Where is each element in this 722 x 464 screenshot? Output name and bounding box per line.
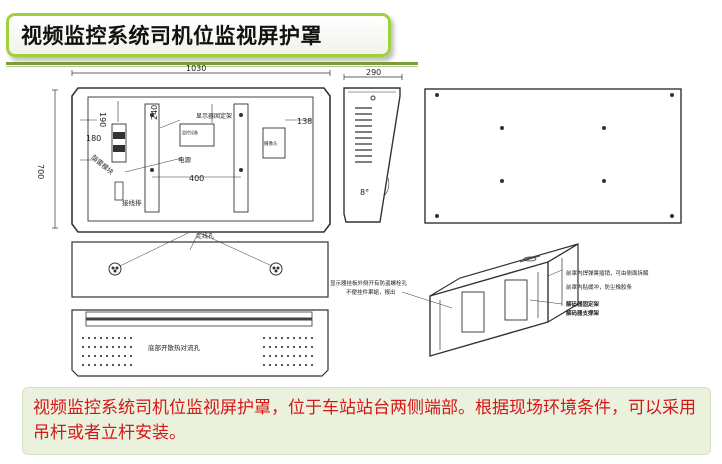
note-left-1: 显示器挂板外侧开有防盗螺栓孔 [330,279,408,287]
back-view [424,88,682,224]
note-left-2: 不便挂件果蛆，报出 [346,288,396,296]
label-power: 电源 [178,155,192,164]
dim-width: 1030 [186,64,206,73]
title-box: 视频监控系统司机位监视屏护罩 [6,13,391,57]
title-underline [6,62,418,65]
dim-190: 190 [98,112,107,127]
caption-box: 视频监控系统司机位监视屏护罩，位于车站站台两侧端部。根据现场环境条件，可以采用吊… [22,387,711,455]
vent-holes [81,336,314,367]
label-terminal: 接线排 [122,198,142,207]
top-view [71,232,329,298]
bottom-view [71,309,329,377]
label-monitor-mount: 显示器固定架 [196,112,232,120]
front-view [52,70,331,251]
side-view [343,74,403,223]
page-title: 视频监控系统司机位监视屏护罩 [21,24,322,48]
note-right-2: 前罩内贴缓冲，防尘橡胶条 [566,283,633,291]
dim-400: 400 [189,174,204,183]
label-device-a: 监控设备 [182,129,198,135]
dim-height: 700 [36,164,45,179]
label-device-b: 摄像头 [264,140,278,147]
technical-drawing: 1030 700 190 240 180 138 400 290 8° 显示器固… [36,64,682,377]
angle-label: 8° [360,188,369,197]
note-right-1: 前罩内焊弹簧插销，可由侧面拆解 [566,269,649,277]
label-bottom-vent: 底部开散热对流孔 [148,343,201,352]
dim-180: 180 [86,134,101,143]
label-mount-1: 解码器固定架 [566,300,600,308]
label-cable-hole: 走线孔 [196,232,214,240]
title-underline-thin [6,66,418,67]
label-mount-2: 解码器支撑架 [566,309,600,317]
dim-depth: 290 [366,68,381,77]
caption-text: 视频监控系统司机位监视屏护罩，位于车站站台两侧端部。根据现场环境条件，可以采用吊… [33,398,696,443]
isometric-view [401,242,579,357]
dim-240: 240 [150,105,159,120]
dim-138: 138 [297,117,312,126]
